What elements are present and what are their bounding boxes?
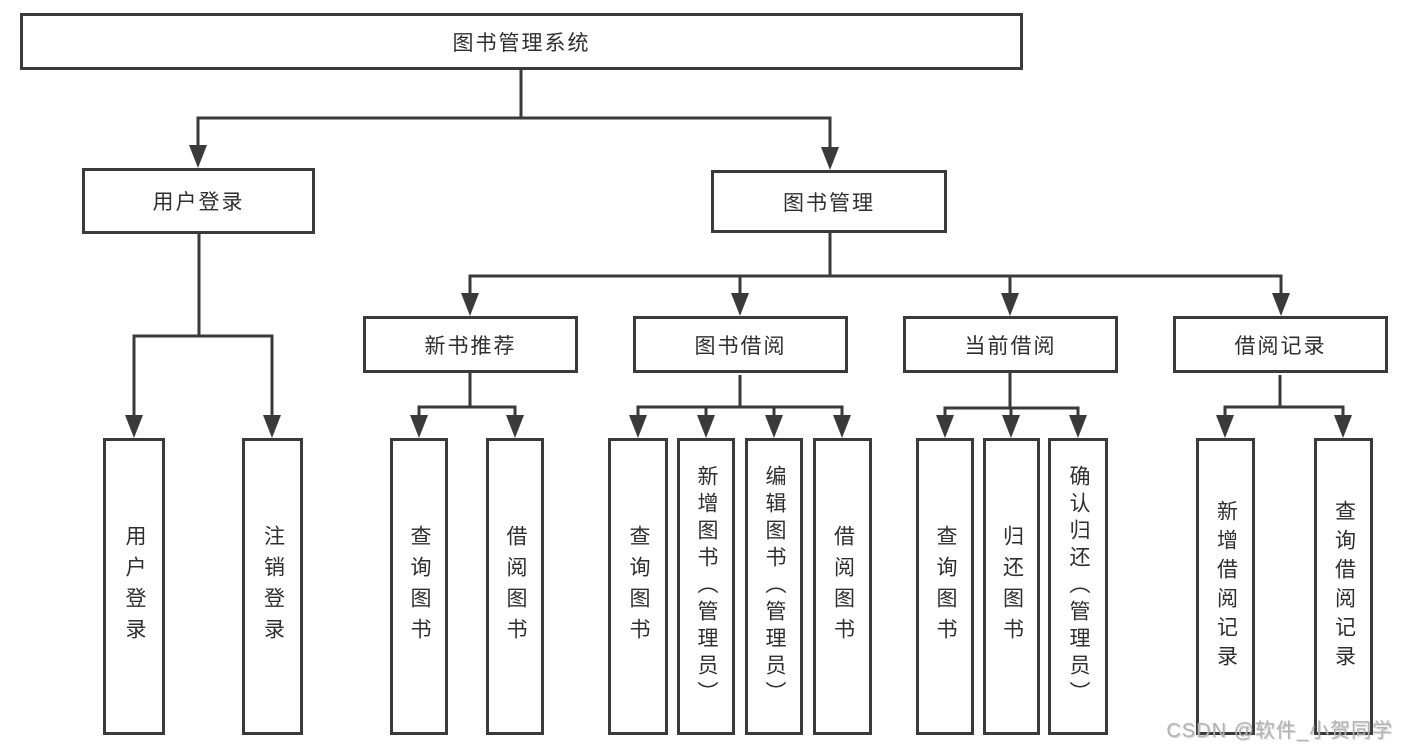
leaf-query-borrow-record: 查询借阅记录 [1314, 438, 1373, 735]
leaf-query-book-borrow: 查询图书 [608, 438, 668, 735]
arrowheads [125, 145, 1352, 438]
leaf-add-book-admin: 新增图书（管理员） [677, 438, 735, 735]
leaf-borrow-book: 借阅图书 [813, 438, 872, 735]
node-new-book-recommend: 新书推荐 [363, 316, 578, 373]
node-book-management: 图书管理 [711, 170, 947, 233]
node-user-login: 用户登录 [82, 168, 315, 234]
leaf-confirm-return-admin: 确认归还（管理员） [1048, 438, 1108, 735]
leaf-query-book-recommend: 查询图书 [390, 438, 448, 735]
leaf-edit-book-admin: 编辑图书（管理员） [745, 438, 803, 735]
leaf-user-login: 用户登录 [103, 438, 165, 735]
leaf-add-borrow-record: 新增借阅记录 [1196, 438, 1255, 735]
node-current-borrow: 当前借阅 [903, 316, 1118, 373]
leaf-query-book-current: 查询图书 [916, 438, 974, 735]
leaf-borrow-book-recommend: 借阅图书 [486, 438, 544, 735]
node-book-borrow: 图书借阅 [633, 316, 848, 373]
node-borrow-records: 借阅记录 [1173, 316, 1388, 373]
node-library-management-system: 图书管理系统 [20, 13, 1023, 70]
leaf-logout: 注销登录 [242, 438, 303, 735]
leaf-return-book: 归还图书 [983, 438, 1040, 735]
